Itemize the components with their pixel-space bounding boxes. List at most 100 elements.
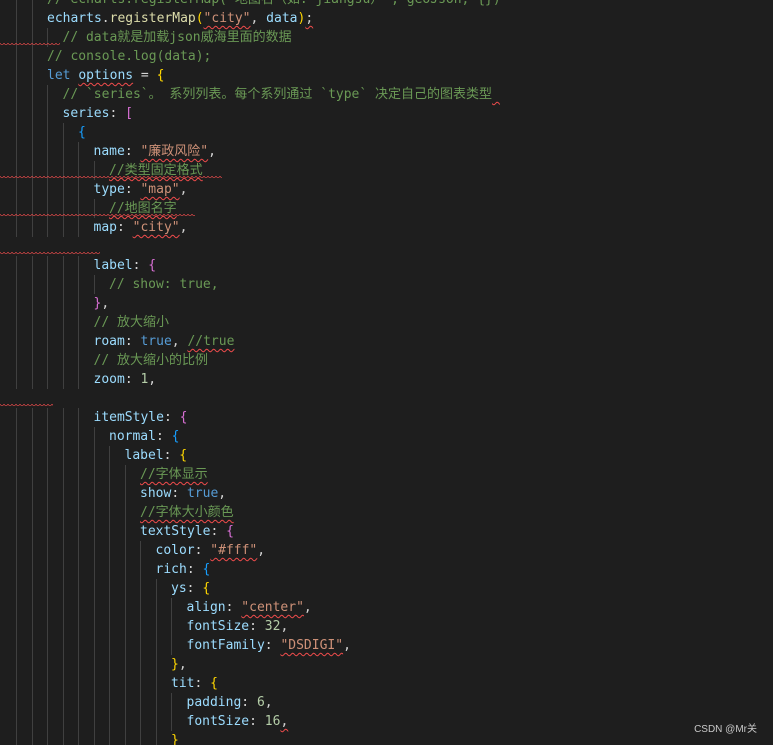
code-line[interactable]: fontFamily: "DSDIGI", bbox=[0, 636, 773, 655]
code-token: fontSize bbox=[186, 619, 250, 634]
code-line[interactable]: fontSize: 16, bbox=[0, 712, 773, 731]
code-line[interactable]: map: "city", bbox=[0, 218, 773, 237]
indent-guide bbox=[93, 484, 95, 503]
code-line[interactable]: tit: { bbox=[0, 674, 773, 693]
indent-guide bbox=[31, 0, 33, 9]
indent-guide bbox=[31, 256, 33, 275]
code-line[interactable]: fontSize: 32, bbox=[0, 617, 773, 636]
indent-guide bbox=[31, 503, 33, 522]
code-line[interactable]: ys: { bbox=[0, 579, 773, 598]
code-line[interactable]: rich: { bbox=[0, 560, 773, 579]
code-line[interactable]: color: "#fff", bbox=[0, 541, 773, 560]
indent-guide bbox=[16, 598, 17, 617]
code-line[interactable]: let options = { bbox=[0, 66, 773, 85]
code-line[interactable]: // console.log(data); bbox=[0, 47, 773, 66]
indent-guide bbox=[78, 427, 79, 446]
indent-guide bbox=[31, 731, 33, 745]
code-text: map: "city", bbox=[94, 218, 188, 237]
code-line[interactable] bbox=[0, 389, 773, 408]
indent-guide bbox=[124, 731, 126, 745]
indent-guide bbox=[62, 180, 64, 199]
code-line[interactable]: //字体显示 bbox=[0, 465, 773, 484]
indent-guide bbox=[140, 655, 141, 674]
code-line[interactable]: // echarts.registerMap('地图名（如: jiangsu）'… bbox=[0, 0, 773, 9]
indent-guide bbox=[78, 256, 79, 275]
code-text: normal: { bbox=[109, 427, 179, 446]
code-token: zoom bbox=[93, 372, 125, 387]
indent-guide bbox=[62, 579, 64, 598]
indent-guide bbox=[31, 218, 33, 237]
indent-guide bbox=[124, 465, 126, 484]
code-line[interactable]: zoom: 1, bbox=[0, 370, 773, 389]
code-line[interactable]: } bbox=[0, 731, 773, 745]
indent-guide bbox=[16, 427, 17, 446]
indent-guide bbox=[140, 636, 141, 655]
code-token: . bbox=[101, 11, 110, 26]
code-line[interactable]: textStyle: { bbox=[0, 522, 773, 541]
code-line[interactable]: padding: 6, bbox=[0, 693, 773, 712]
indent-guide bbox=[93, 655, 95, 674]
code-line[interactable]: itemStyle: { bbox=[0, 408, 773, 427]
code-line[interactable]: // 放大缩小 bbox=[0, 313, 773, 332]
code-token: , bbox=[303, 600, 312, 615]
indent-guide bbox=[62, 655, 64, 674]
indent-guide bbox=[31, 370, 33, 389]
code-text: { bbox=[78, 123, 86, 142]
indent-guide bbox=[78, 313, 79, 332]
indent-guide bbox=[16, 142, 17, 161]
code-line[interactable]: echarts.registerMap("city", data); bbox=[0, 9, 773, 28]
code-token: series bbox=[62, 106, 110, 121]
code-text: tit: { bbox=[171, 674, 218, 693]
indent-guide bbox=[31, 104, 33, 123]
code-line[interactable]: roam: true, //true bbox=[0, 332, 773, 351]
indent-guide bbox=[16, 66, 17, 85]
code-line[interactable]: label: { bbox=[0, 256, 773, 275]
code-line[interactable]: //类型固定格式 bbox=[0, 161, 773, 180]
indent-guide bbox=[109, 636, 110, 655]
code-line[interactable]: // `series`。 系列列表。每个系列通过 `type` 决定自己的图表类… bbox=[0, 85, 773, 104]
code-line[interactable]: //地图名字 bbox=[0, 199, 773, 218]
code-line[interactable]: // show: true, bbox=[0, 275, 773, 294]
code-line[interactable]: align: "center", bbox=[0, 598, 773, 617]
code-line[interactable]: }, bbox=[0, 655, 773, 674]
code-line[interactable]: series: [ bbox=[0, 104, 773, 123]
indent-guide bbox=[31, 180, 33, 199]
code-token: // data就是加载json威海里面的数据 bbox=[62, 30, 292, 45]
code-text: }, bbox=[94, 294, 110, 313]
code-line[interactable]: name: "廉政风险", bbox=[0, 142, 773, 161]
code-token: : bbox=[241, 695, 257, 710]
indent-guide bbox=[109, 674, 110, 693]
code-token: // echarts.registerMap('地图名（如: jiangsu）'… bbox=[47, 0, 501, 7]
code-token: } bbox=[171, 657, 179, 672]
code-token: , bbox=[101, 296, 110, 311]
indent-guide bbox=[78, 541, 79, 560]
code-token: : bbox=[109, 106, 126, 121]
indent-guide bbox=[109, 731, 110, 745]
indent-guide bbox=[62, 313, 64, 332]
code-line[interactable]: type: "map", bbox=[0, 180, 773, 199]
indent-guide bbox=[78, 636, 79, 655]
code-line[interactable]: // data就是加载json威海里面的数据 bbox=[0, 28, 773, 47]
indent-guide bbox=[93, 465, 95, 484]
code-text: let options = { bbox=[47, 66, 164, 85]
code-line[interactable]: }, bbox=[0, 294, 773, 313]
code-line[interactable]: //字体大小颜色 bbox=[0, 503, 773, 522]
code-token: registerMap bbox=[109, 11, 196, 26]
code-line[interactable]: normal: { bbox=[0, 427, 773, 446]
indent-guide bbox=[62, 522, 64, 541]
code-line[interactable]: // 放大缩小的比例 bbox=[0, 351, 773, 370]
code-line[interactable] bbox=[0, 237, 773, 256]
code-token: let bbox=[47, 68, 79, 83]
indent-guide bbox=[78, 218, 79, 237]
indent-guide bbox=[140, 579, 141, 598]
code-token: name bbox=[93, 144, 125, 159]
indent-guide bbox=[140, 560, 141, 579]
code-line[interactable]: label: { bbox=[0, 446, 773, 465]
code-line[interactable]: show: true, bbox=[0, 484, 773, 503]
code-text: }, bbox=[171, 655, 187, 674]
code-token: : bbox=[194, 676, 211, 691]
indent-guide bbox=[47, 351, 48, 370]
code-line[interactable]: { bbox=[0, 123, 773, 142]
